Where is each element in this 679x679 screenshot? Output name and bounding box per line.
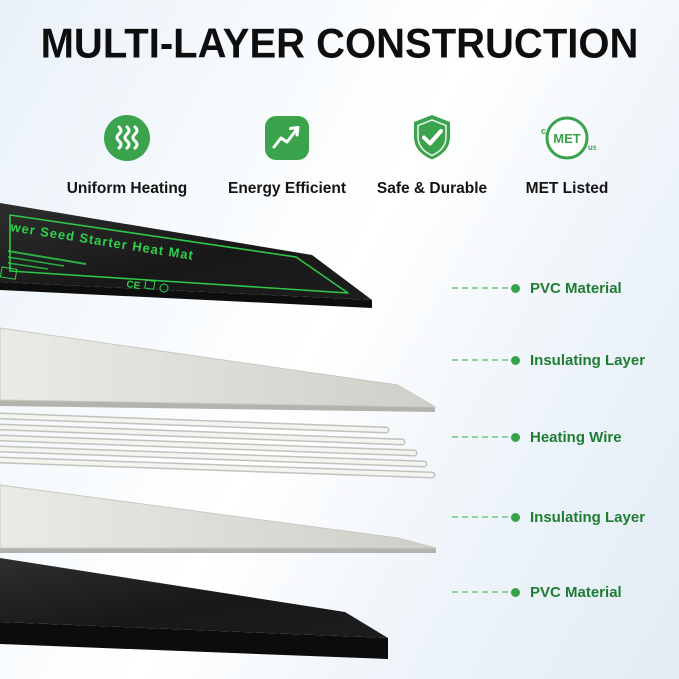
layer-insulating-bottom-shape [0,484,437,553]
feature-energy-efficient: Energy Efficient [212,112,362,198]
leader-line [452,591,508,593]
mat-qr-print [0,266,18,280]
feature-label: Safe & Durable [376,180,488,197]
layer-label: Heating Wire [530,428,622,446]
shield-check-icon [414,115,450,160]
mat-fine-print [7,250,87,270]
leader-dot [511,512,520,522]
feature-met-listed: MET c us MET Listed [492,112,642,198]
leader-line [452,287,508,289]
callout-insulating-top: Insulating Layer [452,351,645,369]
heat-waves-icon [104,115,150,161]
met-badge-icon: MET c us [541,116,596,160]
feature-uniform-heating: Uniform Heating [52,112,202,198]
feature-label: MET Listed [525,180,609,197]
layer-label: Insulating Layer [530,508,646,526]
layer-diagram: wer Seed Starter Heat Mat CE [0,203,437,659]
layer-label: Insulating Layer [530,351,646,369]
met-us-mark: us [588,143,596,152]
mat-cert-mark-2 [159,283,169,293]
mat-ce-mark: CE [126,279,142,292]
feature-label: Uniform Heating [66,180,188,197]
layer-label: PVC Material [530,279,622,297]
feature-safe-durable: Safe & Durable [357,112,507,198]
met-text: MET [553,131,581,146]
layer-label: PVC Material [530,583,622,601]
met-c-mark: c [541,126,546,136]
leader-dot [511,283,520,293]
leader-line [452,516,508,518]
layer-insulating-top-shape [0,327,437,412]
callout-pvc-top: PVC Material [452,279,622,297]
layer-heating-wire-shape [0,412,436,479]
leader-line [452,436,508,438]
chart-arrow-icon [265,116,309,160]
leader-dot [511,355,520,365]
callout-heating-wire: Heating Wire [452,428,622,446]
layer-pvc-bottom-shape [0,558,388,659]
leader-line [452,359,508,361]
leader-dot [511,432,520,442]
callout-insulating-bottom: Insulating Layer [452,508,645,526]
leader-dot [511,587,520,597]
mat-cert-mark [144,279,156,290]
feature-label: Energy Efficient [228,180,346,197]
callout-pvc-bottom: PVC Material [452,583,622,601]
page-title: MULTI-LAYER CONSTRUCTION [40,21,639,67]
layer-pvc-top-shape: wer Seed Starter Heat Mat CE [0,203,372,308]
